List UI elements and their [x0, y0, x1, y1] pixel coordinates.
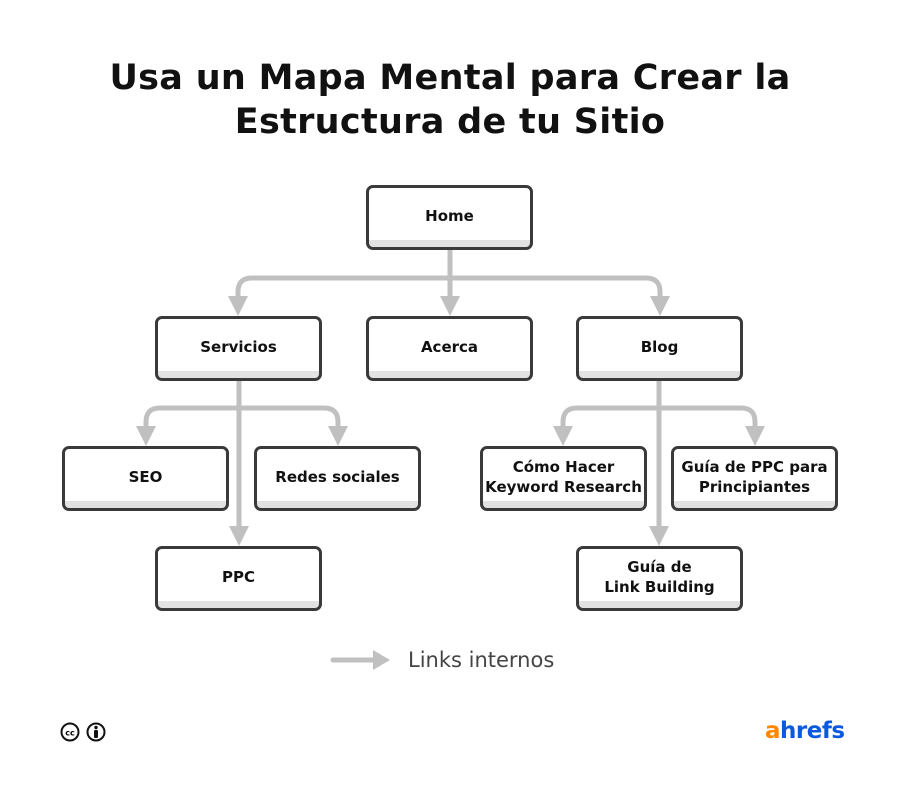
node-ppc: PPC — [155, 546, 322, 611]
svg-text:cc: cc — [65, 729, 75, 738]
logo-rest: hrefs — [780, 718, 845, 744]
node-keyword-research: Cómo Hacer Keyword Research — [480, 446, 647, 511]
connector-home-right — [450, 275, 670, 316]
node-blog: Blog — [576, 316, 743, 381]
connector-blog-guia — [659, 405, 765, 446]
node-link-building: Guía de Link Building — [576, 546, 743, 611]
connector-servicios-seo — [136, 405, 239, 446]
cc-icon: cc — [60, 722, 80, 742]
node-home: Home — [366, 185, 533, 250]
connector-blog-keyword — [553, 405, 659, 446]
node-redes-sociales: Redes sociales — [254, 446, 421, 511]
legend-label: Links internos — [408, 648, 555, 672]
node-seo: SEO — [62, 446, 229, 511]
attribution-icon — [86, 722, 106, 742]
connector-servicios-redes — [239, 405, 348, 446]
node-servicios: Servicios — [155, 316, 322, 381]
legend: Links internos — [330, 648, 554, 672]
ahrefs-logo: ahrefs — [765, 718, 845, 744]
title-line-2: Estructura de tu Sitio — [234, 102, 666, 142]
title-line-1: Usa un Mapa Mental para Crear la — [109, 58, 791, 98]
logo-a: a — [765, 718, 781, 744]
node-acerca: Acerca — [366, 316, 533, 381]
connector-home-left — [228, 275, 450, 316]
diagram-title: Usa un Mapa Mental para Crear la Estruct… — [0, 56, 900, 144]
license-icons: cc — [60, 722, 106, 742]
node-guia-ppc: Guía de PPC para Principiantes — [671, 446, 838, 511]
arrow-right-icon — [330, 650, 390, 670]
